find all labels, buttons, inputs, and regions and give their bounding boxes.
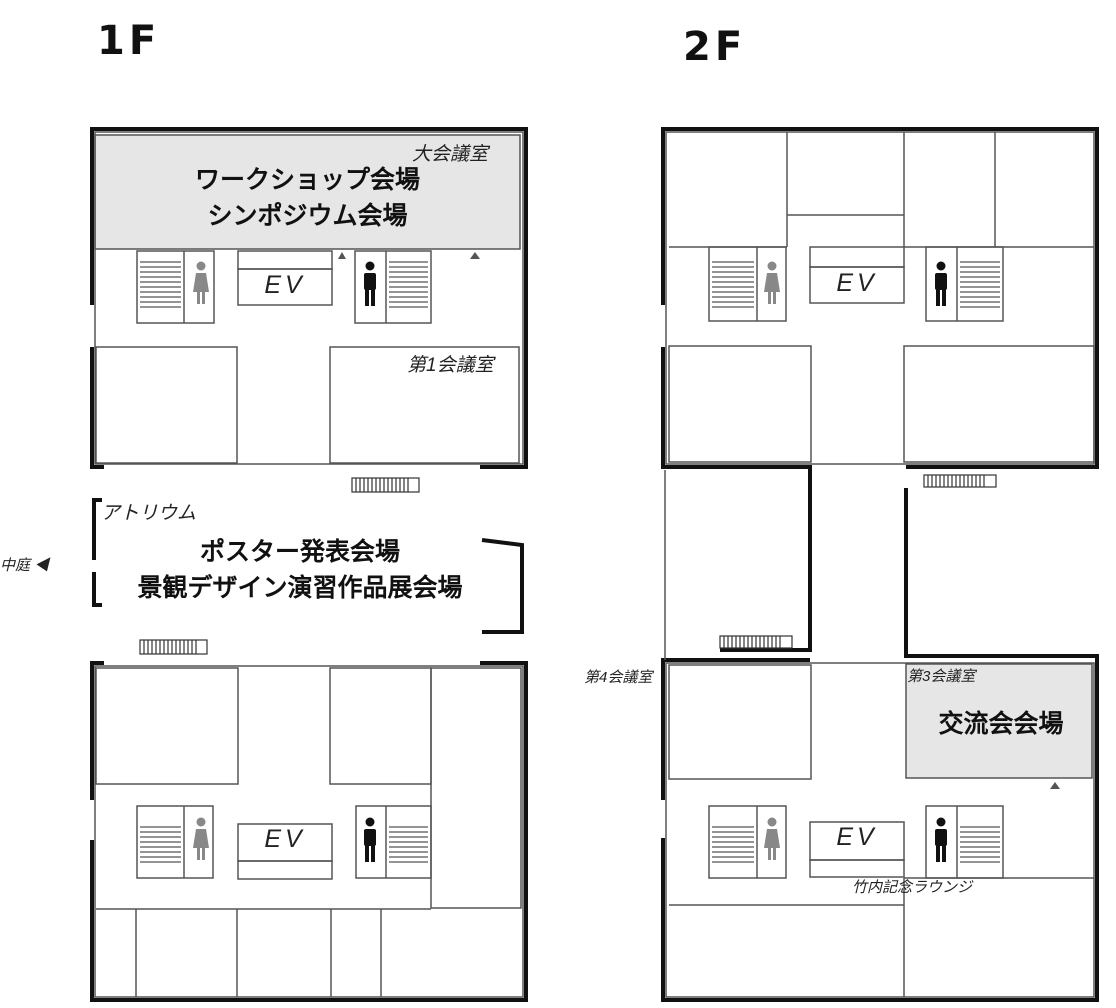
1f-outer-walls bbox=[90, 127, 528, 1002]
entrance-arrow-icon bbox=[1050, 782, 1060, 789]
floor-1f-label: 1F bbox=[97, 18, 161, 64]
room-label-conf4: 第4会議室 bbox=[584, 669, 653, 686]
courtyard-label: 中庭 ◀ bbox=[0, 557, 50, 574]
room-label-large-hall: 大会議室 bbox=[412, 144, 489, 165]
women-restroom-icon bbox=[193, 817, 209, 860]
elevator-label: EV bbox=[836, 823, 878, 851]
event-line: 景観デザイン演習作品展会場 bbox=[137, 573, 463, 602]
1f-inner-lines bbox=[94, 131, 524, 998]
conf3-highlight bbox=[905, 663, 1093, 779]
men-restroom-icon bbox=[935, 261, 947, 306]
room-label-atrium: アトリウム bbox=[101, 503, 197, 524]
event-label-conf3: 交流会会場 bbox=[906, 706, 1096, 742]
floor-1f-plan bbox=[90, 127, 528, 1002]
elevator-label: EV bbox=[836, 269, 878, 297]
elevator-label: EV bbox=[264, 825, 306, 853]
event-label-atrium: ポスター発表会場 景観デザイン演習作品展会場 bbox=[100, 534, 500, 606]
event-line: ワークショップ会場 bbox=[194, 165, 420, 194]
event-line: ポスター発表会場 bbox=[199, 537, 400, 566]
elevator-label: EV bbox=[264, 271, 306, 299]
women-restroom-icon bbox=[193, 261, 209, 304]
stairs-icon bbox=[351, 477, 420, 493]
women-restroom-icon bbox=[764, 261, 780, 304]
2f-outer-walls bbox=[661, 127, 1099, 1002]
2f-inner-lines bbox=[664, 131, 1095, 998]
floor-2f-label: 2F bbox=[683, 24, 747, 70]
large-hall-highlight bbox=[94, 134, 521, 250]
event-label-large-hall: ワークショップ会場 シンポジウム会場 bbox=[95, 162, 520, 234]
stairs-icon bbox=[712, 261, 1000, 863]
men-restroom-icon bbox=[364, 817, 376, 862]
event-line: シンポジウム会場 bbox=[207, 201, 408, 230]
stairs-icon bbox=[139, 639, 208, 655]
stairs-icon bbox=[923, 474, 997, 488]
entrance-arrow-icon bbox=[338, 252, 346, 259]
stairs-icon bbox=[719, 635, 793, 649]
men-restroom-icon bbox=[364, 261, 376, 306]
floor-2f-plan bbox=[661, 127, 1099, 1002]
room-label-conf3: 第3会議室 bbox=[907, 668, 976, 685]
entrance-arrow-icon bbox=[470, 252, 480, 259]
men-restroom-icon bbox=[935, 817, 947, 862]
women-restroom-icon bbox=[764, 817, 780, 860]
event-line: 交流会会場 bbox=[938, 709, 1064, 738]
stairs-icon bbox=[140, 261, 428, 863]
room-label-conf1: 第1会議室 bbox=[407, 355, 494, 376]
room-label-lounge: 竹内記念ラウンジ bbox=[852, 879, 973, 896]
